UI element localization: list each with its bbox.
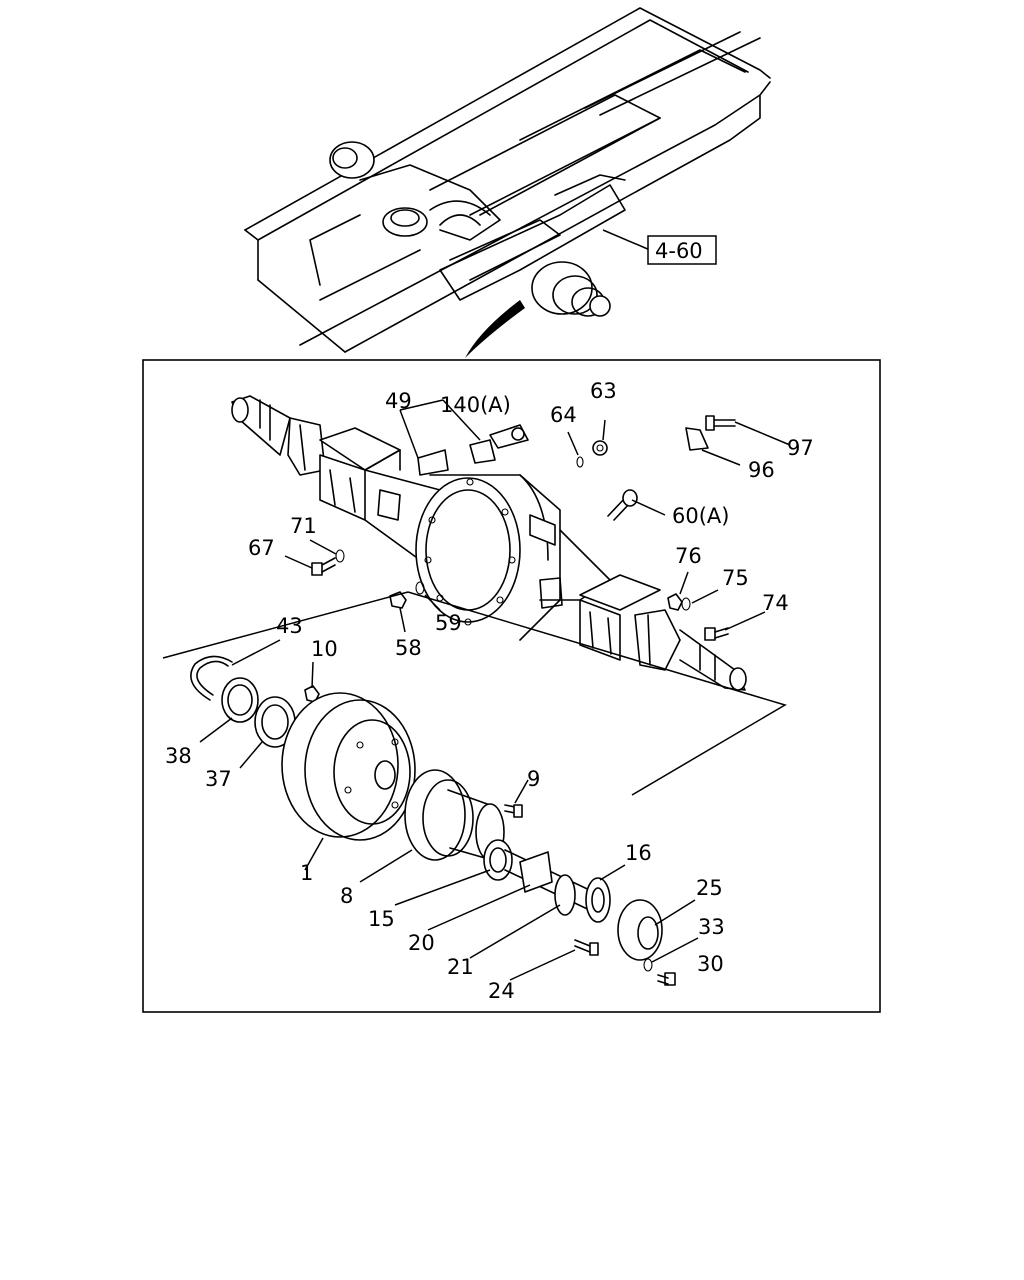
callout-labels: 49 140(A) 64 63 97 96 60(A) 71 67 76 75 …	[165, 379, 814, 1003]
callout-21: 21	[447, 955, 474, 979]
callout-63: 63	[590, 379, 617, 403]
callout-60a: 60(A)	[672, 504, 729, 528]
detail-frame	[142, 359, 881, 1013]
callout-75: 75	[722, 566, 749, 590]
callout-20: 20	[408, 931, 435, 955]
callout-43: 43	[276, 614, 303, 638]
group-outline	[162, 591, 787, 796]
callout-58: 58	[395, 636, 422, 660]
callout-37: 37	[205, 767, 232, 791]
callout-8: 8	[340, 884, 353, 908]
callout-97: 97	[787, 436, 814, 460]
callout-74: 74	[762, 591, 789, 615]
reference-label: 4-60	[655, 239, 703, 263]
callout-38: 38	[165, 744, 192, 768]
callout-16: 16	[625, 841, 652, 865]
callout-24: 24	[488, 979, 515, 1003]
callout-140a: 140(A)	[440, 393, 511, 417]
callout-15: 15	[368, 907, 395, 931]
callout-96: 96	[748, 458, 775, 482]
callout-1: 1	[300, 861, 313, 885]
callout-33: 33	[698, 915, 725, 939]
callout-9: 9	[527, 767, 540, 791]
callout-49: 49	[385, 389, 412, 413]
axle-housing-illustration	[231, 395, 747, 691]
callout-59: 59	[435, 611, 462, 635]
callout-10: 10	[311, 637, 338, 661]
hub-drum-illustration	[190, 655, 676, 986]
callout-30: 30	[697, 952, 724, 976]
callout-64: 64	[550, 403, 577, 427]
chassis-frame-illustration	[244, 7, 771, 358]
callout-71: 71	[290, 514, 317, 538]
callout-76: 76	[675, 544, 702, 568]
callout-67: 67	[248, 536, 275, 560]
reference-box	[647, 235, 717, 265]
leader-lines	[199, 399, 791, 981]
callout-25: 25	[696, 876, 723, 900]
axle-hardware	[311, 415, 736, 641]
